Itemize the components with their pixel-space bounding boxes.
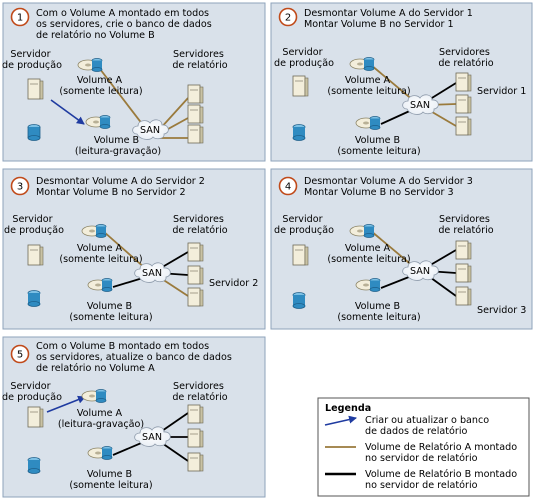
panel-2: 2 Desmontar Volume A do Servidor 1 Monta…: [270, 2, 533, 162]
server-label: Servidor 2: [209, 278, 258, 289]
step-number: 1: [17, 13, 23, 24]
legend-item-label: Volume de Relatório A montado no servido…: [365, 441, 520, 464]
san-cloud-icon: SAN: [402, 94, 439, 115]
step-number: 3: [17, 182, 23, 193]
volume-a-label: Volume A (somente leitura): [327, 75, 410, 97]
volume-b-label: Volume B (somente leitura): [337, 135, 420, 157]
report-server-icon: [455, 286, 472, 306]
san-label: SAN: [410, 266, 430, 277]
step-number: 4: [285, 182, 291, 193]
report-server-icon: [187, 84, 204, 104]
step-number: 2: [285, 13, 291, 24]
production-server-icon: [27, 244, 44, 266]
server-label: Servidor 1: [477, 86, 526, 97]
production-server-icon: [27, 406, 44, 428]
volume-b-icon: [355, 278, 381, 292]
san-label: SAN: [410, 100, 430, 111]
step-number-badge: 3: [10, 176, 30, 196]
database-disk-icon: [27, 457, 41, 474]
volume-b-icon: [87, 278, 113, 292]
legend-item-label: Volume de Relatório B montado no servido…: [365, 468, 520, 491]
report-servers-label: Servidores de relatório: [172, 49, 227, 71]
database-disk-icon: [27, 124, 41, 141]
report-server-icon: [187, 404, 204, 424]
volume-a-icon: [349, 224, 375, 238]
production-server-label: Servidor de produção: [274, 47, 334, 69]
legend-title: Legenda: [325, 403, 371, 414]
panel-3: 3 Desmontar Volume A do Servidor 2 Monta…: [2, 168, 266, 330]
production-server-icon: [292, 75, 309, 97]
panel-header: Com o Volume A montado em todos os servi…: [36, 8, 215, 41]
panel-1: 1 Com o Volume A montado em todos os ser…: [2, 2, 266, 162]
report-server-icon: [187, 287, 204, 307]
volume-b-label: Volume B (somente leitura): [69, 301, 152, 323]
step-number-badge: 2: [278, 7, 298, 27]
legend-item-label: Criar ou atualizar o banco de dados de r…: [365, 415, 492, 437]
report-server-icon: [455, 94, 472, 114]
san-cloud-icon: SAN: [134, 426, 171, 447]
step-number-badge: 5: [10, 344, 30, 364]
report-server-icon: [187, 104, 204, 124]
panel-header: Com o Volume B montado em todos os servi…: [36, 341, 235, 374]
panel-header: Desmontar Volume A do Servidor 3 Montar …: [304, 176, 476, 198]
production-server-label: Servidor de produção: [274, 214, 334, 236]
report-server-icon: [455, 116, 472, 136]
report-server-icon: [187, 265, 204, 285]
volume-b-label: Volume B (somente leitura): [69, 469, 152, 491]
volume-b-icon: [87, 446, 113, 460]
san-label: SAN: [142, 268, 162, 279]
volume-a-icon: [77, 58, 103, 72]
report-server-icon: [455, 240, 472, 260]
report-servers-label: Servidores de relatório: [172, 381, 227, 403]
database-disk-icon: [292, 292, 306, 309]
volume-b-label: Volume B (leitura-gravação): [75, 135, 161, 157]
report-server-icon: [455, 72, 472, 92]
san-cloud-icon: SAN: [132, 119, 169, 140]
report-server-icon: [187, 242, 204, 262]
report-servers-label: Servidores de relatório: [438, 47, 493, 69]
san-label: SAN: [140, 125, 160, 136]
panel-4: 4 Desmontar Volume A do Servidor 3 Monta…: [270, 168, 533, 330]
legend: Legenda Criar ou atualizar o banco de da…: [317, 397, 530, 497]
database-disk-icon: [27, 290, 41, 307]
legend-item-arrow: Criar ou atualizar o banco de dados de r…: [324, 415, 492, 437]
panel-5: 5 Com o Volume B montado em todos os ser…: [2, 336, 266, 498]
server-label: Servidor 3: [477, 305, 526, 316]
volume-a-icon: [349, 57, 375, 71]
write-arrow: [50, 99, 85, 125]
volume-a-icon: [81, 389, 107, 403]
legend-item-volume-b: Volume de Relatório B montado no servido…: [325, 468, 520, 491]
production-server-label: Servidor de produção: [4, 214, 64, 236]
report-servers-label: Servidores de relatório: [438, 214, 493, 236]
report-server-icon: [187, 428, 204, 448]
legend-item-volume-a: Volume de Relatório A montado no servido…: [325, 441, 520, 464]
write-arrow: [46, 395, 86, 413]
production-server-icon: [27, 78, 44, 100]
san-label: SAN: [142, 432, 162, 443]
production-server-label: Servidor de produção: [2, 381, 62, 403]
san-cloud-icon: SAN: [402, 260, 439, 281]
volume-b-label: Volume B (somente leitura): [337, 301, 420, 323]
volume-a-label: Volume A (somente leitura): [59, 75, 142, 97]
production-server-icon: [292, 244, 309, 266]
san-cloud-icon: SAN: [134, 262, 171, 283]
volume-b-icon: [355, 116, 381, 130]
volume-a-label: Volume A (somente leitura): [327, 243, 410, 265]
volume-a-label: Volume A (leitura-gravação): [58, 408, 144, 430]
production-server-label: Servidor de produção: [2, 49, 62, 71]
step-number: 5: [17, 350, 23, 361]
report-server-icon: [455, 263, 472, 283]
step-number-badge: 1: [10, 7, 30, 27]
report-servers-label: Servidores de relatório: [172, 214, 227, 236]
database-disk-icon: [292, 124, 306, 141]
panel-header: Desmontar Volume A do Servidor 1 Montar …: [304, 8, 476, 30]
volume-a-icon: [81, 224, 107, 238]
step-number-badge: 4: [278, 176, 298, 196]
panel-header: Desmontar Volume A do Servidor 2 Montar …: [36, 176, 208, 198]
report-server-icon: [187, 124, 204, 144]
volume-a-label: Volume A (somente leitura): [59, 243, 142, 265]
volume-b-icon: [85, 115, 111, 129]
report-server-icon: [187, 452, 204, 472]
